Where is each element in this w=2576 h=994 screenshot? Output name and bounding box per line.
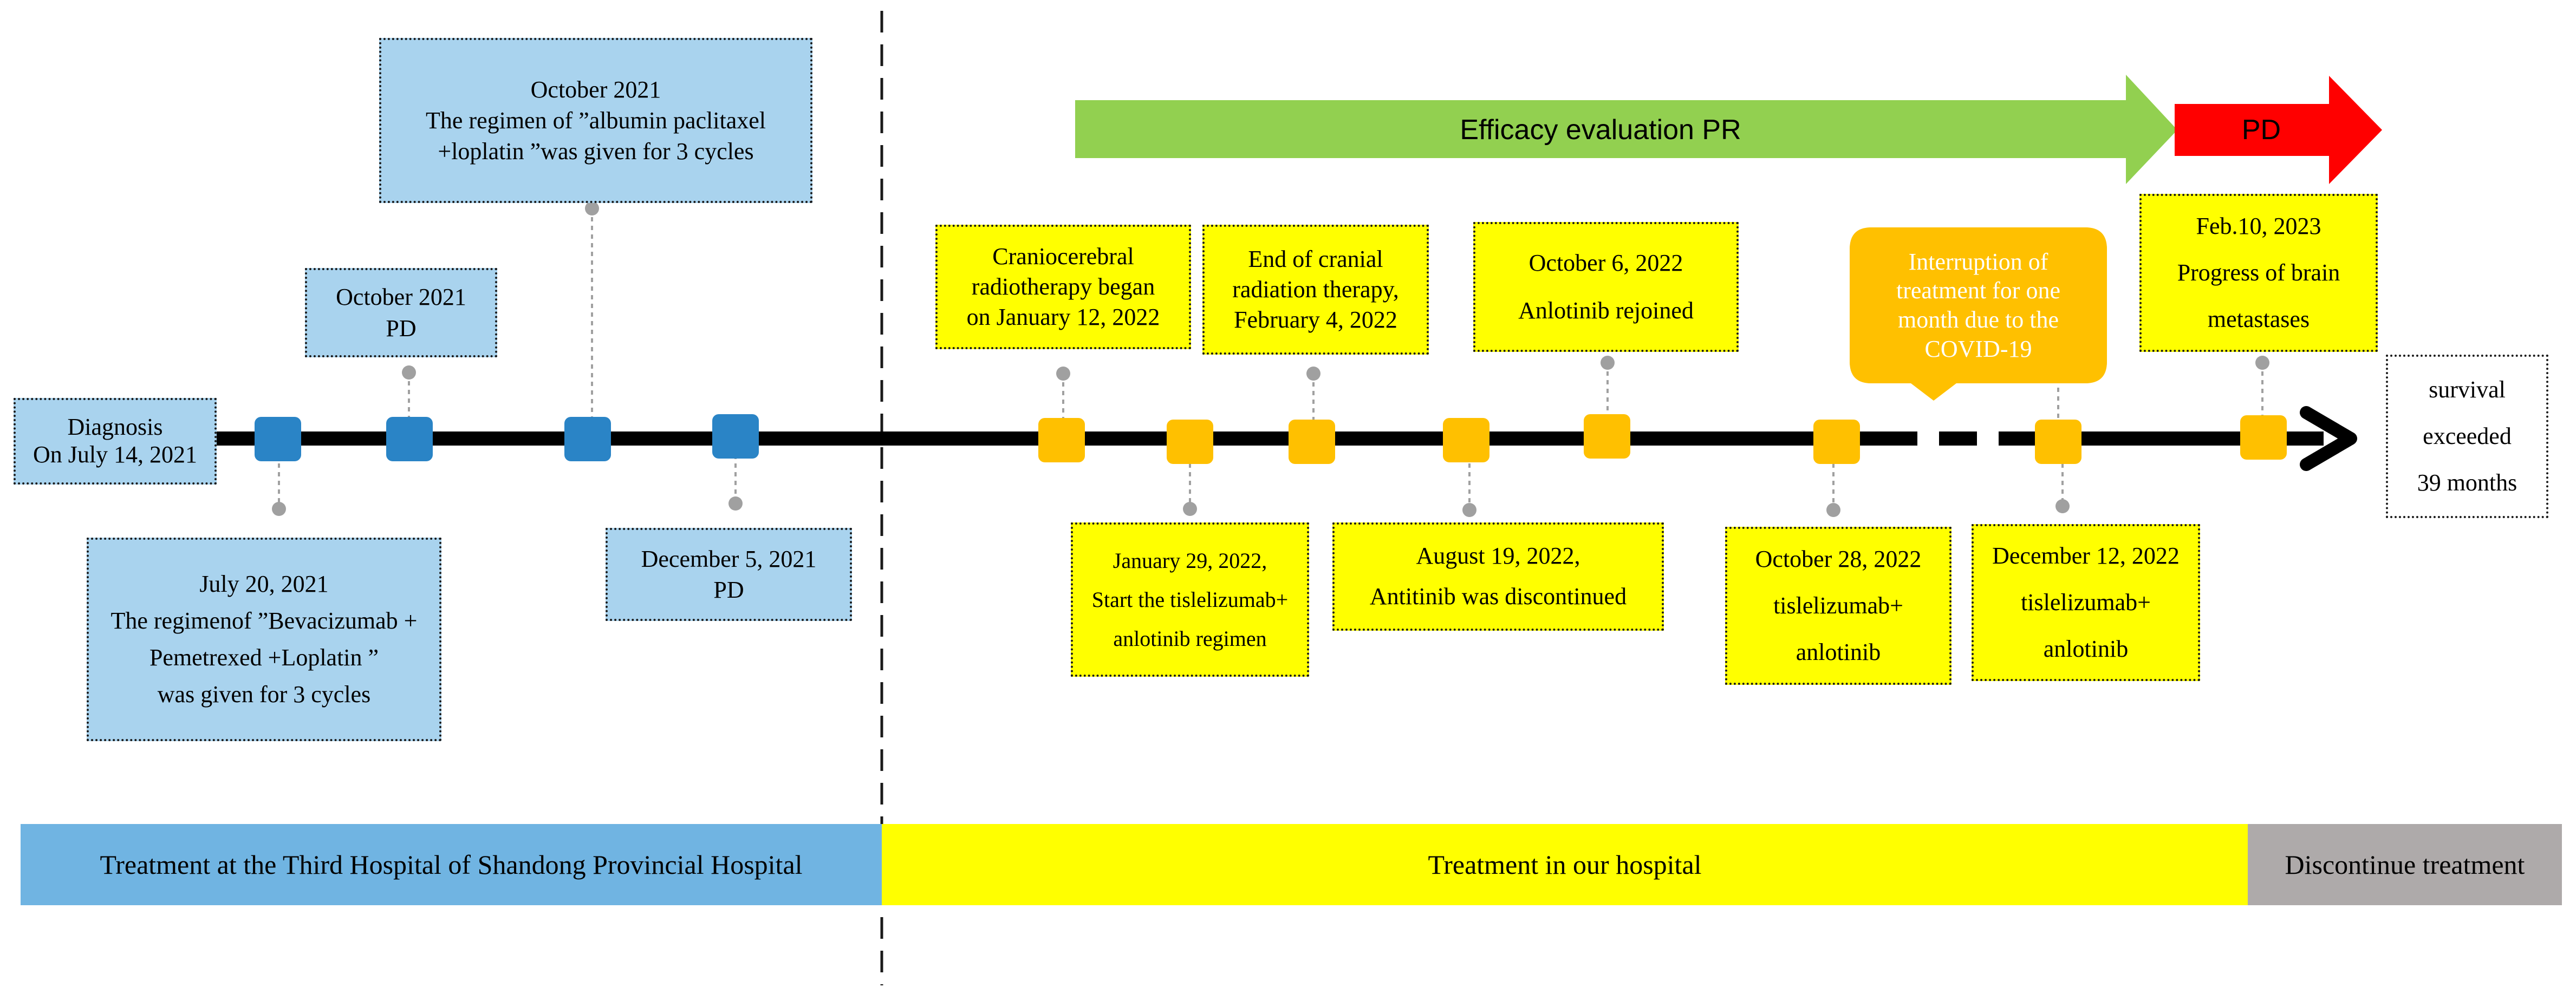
event-date: December 12, 2022 [1992, 542, 2180, 570]
event-date: October 28, 2022 [1755, 546, 1922, 573]
event-text: was given for 3 cycles [157, 681, 371, 708]
survival-text: survival [2429, 376, 2506, 403]
event-text: anlotinib [2043, 635, 2129, 662]
pd-arrow [2175, 76, 2382, 184]
event-date: July 20, 2021 [199, 570, 329, 597]
event-diagnosis: Diagnosis On July 14, 2021 [14, 398, 217, 485]
event-date: December 5, 2021 [641, 545, 817, 572]
event-text: Start the tislelizumab+ [1091, 587, 1289, 612]
event-date: On July 14, 2021 [32, 441, 198, 468]
event-text: +loplatin ”was given for 3 cycles [438, 138, 754, 165]
timeline-node [2035, 420, 2081, 464]
event-feb10-2023: Feb.10, 2023 Progress of brain metastase… [2139, 194, 2378, 352]
event-dec5-2021: December 5, 2021 PD [606, 528, 852, 621]
event-text: PD [713, 577, 744, 603]
timeline-node [255, 417, 301, 461]
event-text: Pemetrexed +Loplatin ” [149, 644, 379, 671]
connector-dots [272, 201, 2269, 517]
event-text: Diagnosis [67, 414, 163, 441]
event-dec12-2022: December 12, 2022 tislelizumab+ anlotini… [1972, 524, 2200, 681]
event-text: The regimen of ”albumin paclitaxel [426, 107, 766, 134]
timeline-node [1167, 420, 1213, 464]
band-third-hospital: Treatment at the Third Hospital of Shand… [21, 824, 882, 905]
event-text: Progress of brain [2177, 259, 2340, 286]
event-text: treatment for one [1896, 277, 2060, 304]
event-date: August 19, 2022, [1416, 542, 1580, 570]
event-date: October 6, 2022 [1528, 250, 1683, 276]
event-text: anlotinib regimen [1113, 626, 1267, 651]
event-text: Antitinib was discontinued [1369, 583, 1627, 610]
event-text: PD [386, 315, 417, 342]
event-text: Craniocerebral [992, 243, 1134, 270]
timeline-node [1038, 418, 1085, 462]
pd-arrow-label: PD [2241, 114, 2281, 146]
timeline-node [1289, 420, 1335, 464]
event-oct2021-pd: October 2021 PD [305, 268, 497, 357]
timeline-node [1584, 414, 1630, 459]
event-oct28-2022: October 28, 2022 tislelizumab+ anlotinib [1725, 527, 1951, 685]
survival-box: survival exceeded 39 months [2386, 355, 2548, 518]
efficacy-arrow [1075, 75, 2177, 184]
event-date: February 4, 2022 [1234, 306, 1397, 333]
event-oct2021-regimen: October 2021 The regimen of ”albumin pac… [379, 38, 812, 203]
event-aug19-2022: August 19, 2022, Antitinib was discontin… [1332, 522, 1664, 631]
late-nodes [1038, 414, 2287, 464]
early-nodes [255, 414, 759, 461]
event-text: End of cranial [1248, 245, 1383, 272]
event-end-cranial: End of cranial radiation therapy, Februa… [1202, 225, 1429, 355]
timeline-node [712, 414, 759, 459]
event-oct6-2022: October 6, 2022 Anlotinib rejoined [1473, 222, 1739, 352]
event-text: anlotinib [1796, 638, 1881, 665]
timeline-node [1443, 418, 1489, 462]
event-text: Interruption of [1908, 248, 2048, 275]
event-jan29-2022: January 29, 2022, Start the tislelizumab… [1071, 522, 1309, 677]
event-jul20-2021: July 20, 2021 The regimenof ”Bevacizumab… [87, 538, 441, 741]
timeline-node [386, 417, 433, 461]
band-discontinue: Discontinue treatment [2248, 824, 2562, 905]
event-date: January 29, 2022, [1113, 548, 1267, 573]
event-text: metastases [2207, 305, 2310, 332]
event-date: October 2021 [336, 284, 466, 311]
event-text: COVID-19 [1924, 335, 2032, 362]
event-text: tislelizumab+ [2021, 589, 2151, 616]
band-our-hospital: Treatment in our hospital [882, 824, 2248, 905]
timeline-node [1813, 420, 1860, 464]
event-date: Feb.10, 2023 [2196, 213, 2321, 240]
efficacy-arrow-label: Efficacy evaluation PR [1460, 114, 1741, 146]
event-text: radiation therapy, [1232, 276, 1399, 303]
event-text: The regimenof ”Bevacizumab + [110, 607, 418, 634]
event-text: month due to the [1898, 306, 2059, 333]
timeline-arrowhead [2300, 406, 2357, 471]
survival-text: 39 months [2417, 469, 2518, 496]
timeline-node [564, 417, 611, 461]
event-date: October 2021 [530, 76, 661, 103]
event-text: Anlotinib rejoined [1518, 297, 1694, 324]
survival-text: exceeded [2423, 423, 2512, 450]
event-text: radiotherapy began [971, 273, 1155, 300]
event-date: on January 12, 2022 [966, 304, 1160, 331]
event-text: tislelizumab+ [1773, 592, 1903, 619]
event-craniocerebral: Craniocerebral radiotherapy began on Jan… [935, 225, 1191, 349]
timeline-node [2240, 415, 2287, 460]
event-covid-interruption: Interruption of treatment for one month … [1850, 227, 2107, 383]
